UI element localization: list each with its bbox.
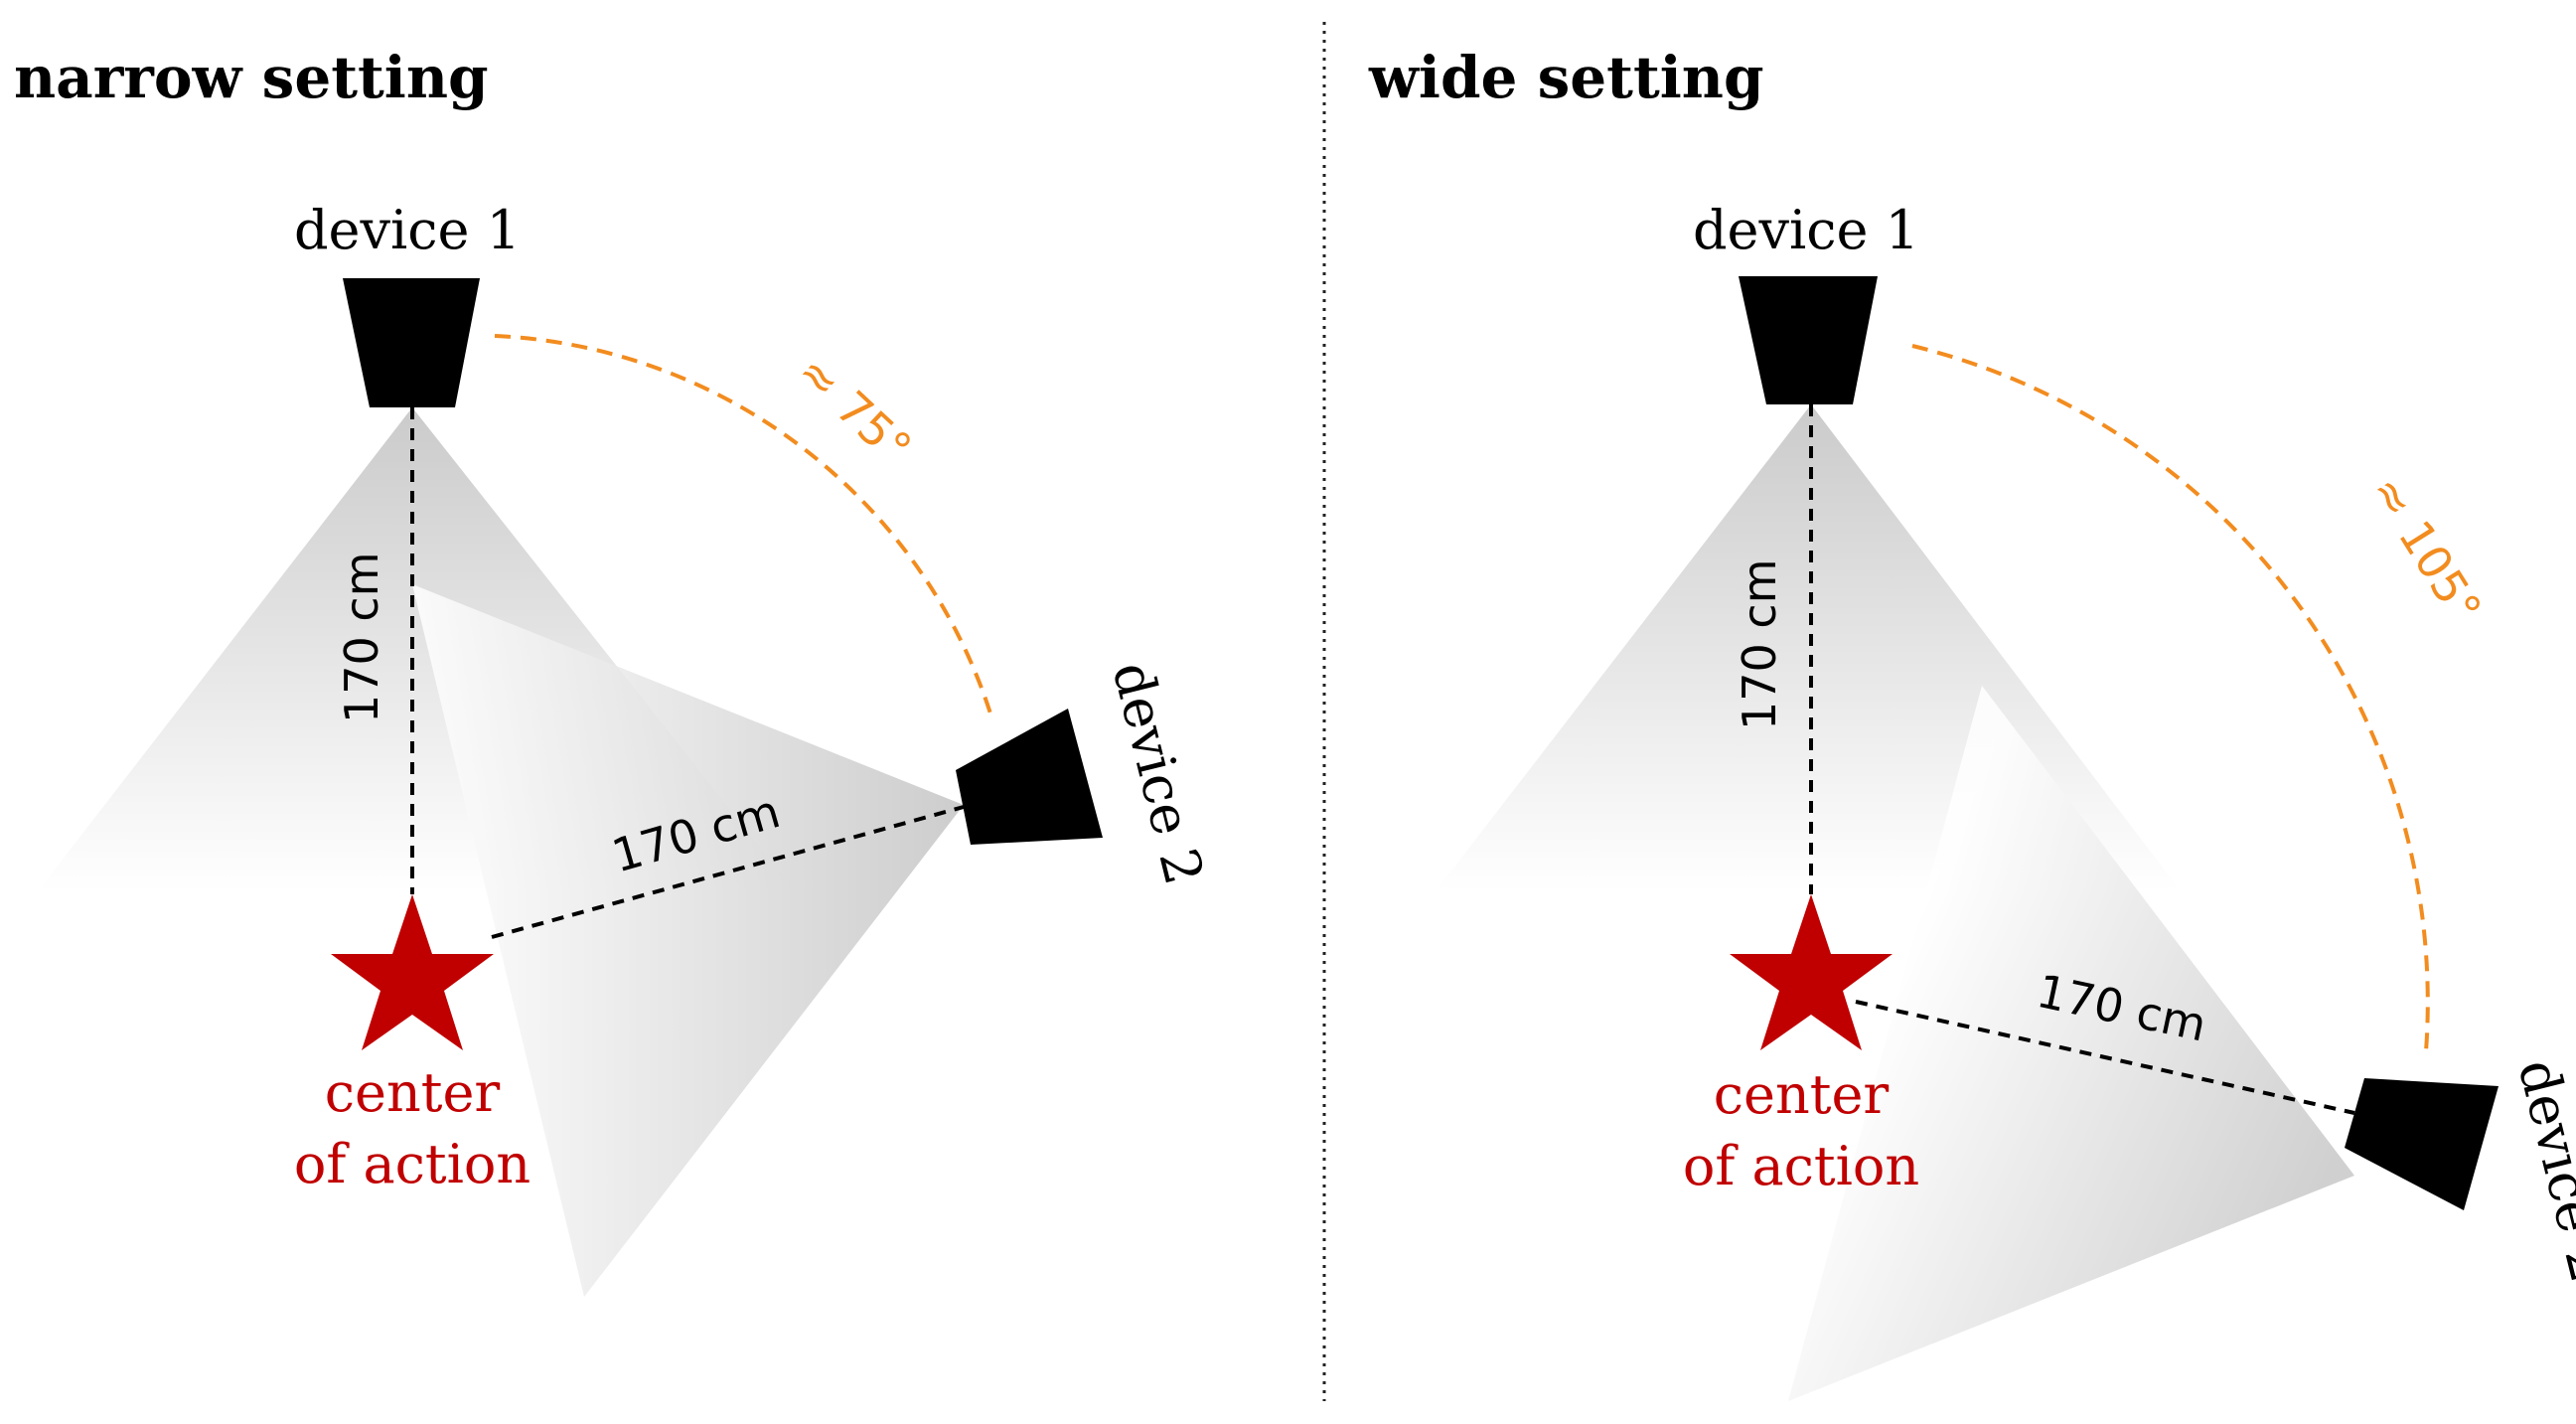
center-label-line2: of action: [1683, 1135, 1919, 1197]
center-of-action-star: [1730, 894, 1893, 1050]
device2-label: device 2: [2505, 1053, 2576, 1288]
narrow-panel: narrow setting device 1 device 2 170 cm …: [14, 44, 1216, 1297]
distance-line-device2: [1855, 1000, 2355, 1115]
center-label-line1: center: [325, 1061, 501, 1124]
center-of-action-star: [331, 894, 494, 1050]
angle-label: ≈ 75°: [787, 345, 921, 475]
angle-arc: [1911, 344, 2430, 1052]
device2-icon: [956, 709, 1103, 845]
device2-field-of-view: [412, 584, 964, 1297]
wide-title: wide setting: [1368, 44, 1764, 111]
center-label-line2: of action: [294, 1133, 530, 1195]
device2-field-of-view: [1788, 686, 2354, 1401]
device1-label: device 1: [1693, 199, 1919, 261]
device1-icon: [1739, 276, 1878, 404]
device1-label: device 1: [294, 199, 521, 261]
distance-line-device2: [491, 805, 965, 939]
device1-icon: [343, 278, 480, 407]
distance-label-1: 170 cm: [335, 552, 388, 723]
angle-label: ≈ 105°: [2360, 466, 2493, 633]
wide-panel: wide setting device 1 device 2 170 cm 17…: [1368, 44, 2576, 1401]
narrow-title: narrow setting: [14, 44, 489, 111]
device2-icon: [2345, 1078, 2499, 1210]
center-label-line1: center: [1714, 1063, 1890, 1126]
distance-label-1: 170 cm: [1733, 558, 1786, 730]
device2-label: device 2: [1100, 656, 1215, 890]
